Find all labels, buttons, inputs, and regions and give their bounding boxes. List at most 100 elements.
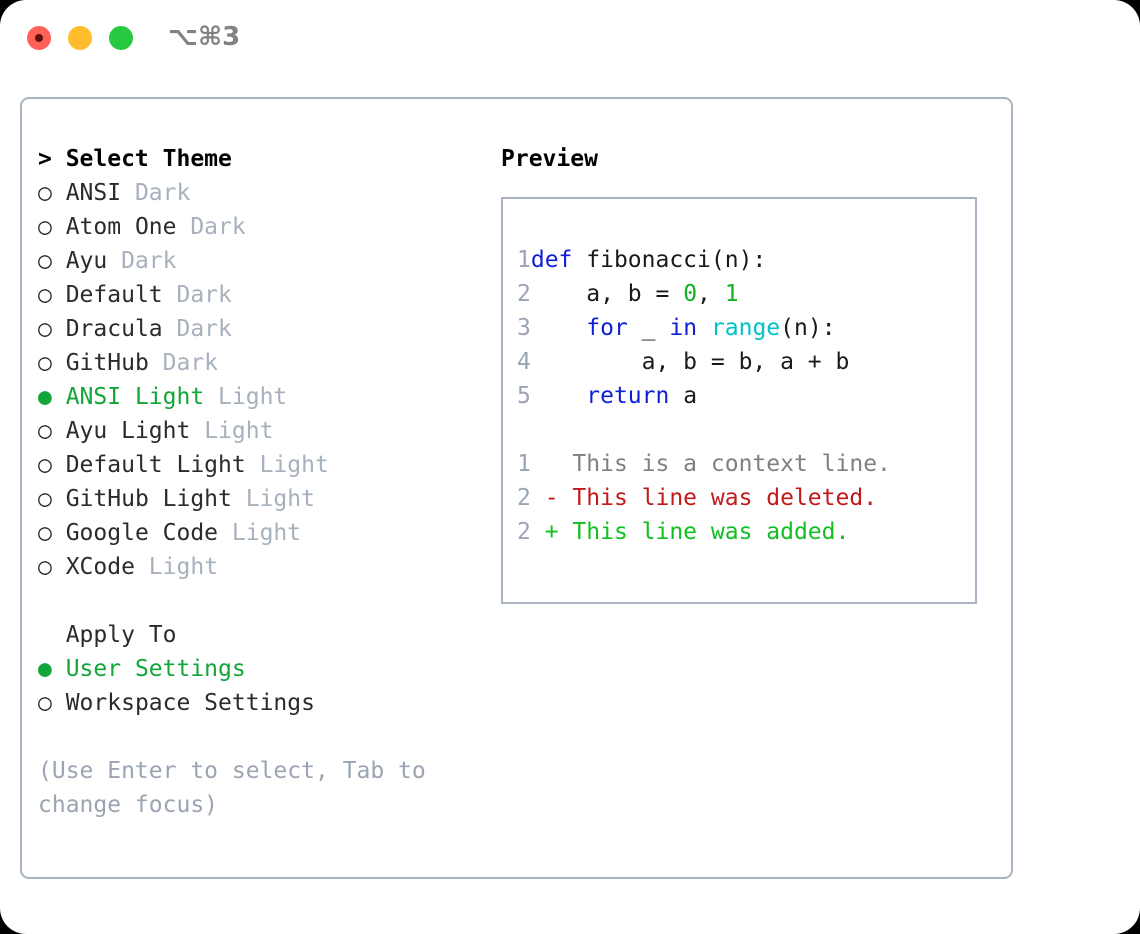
theme-name: Ayu Light [51, 418, 191, 444]
radio-unselected-icon: ○ [38, 180, 52, 206]
theme-name: Google Code [51, 520, 219, 546]
code-token: _ [627, 315, 670, 341]
maximize-window-button[interactable] [109, 26, 133, 50]
apply-to-header: Apply To [38, 622, 177, 648]
theme-variant-badge: Light [245, 452, 329, 478]
radio-unselected-icon: ○ [38, 282, 52, 308]
theme-variant-badge: Light [204, 384, 288, 410]
code-token: a, b = b, a + b [530, 349, 850, 375]
radio-unselected-icon: ○ [38, 350, 52, 376]
apply-to-item[interactable]: ● User Settings [38, 652, 488, 686]
title-bar: ⌥⌘3 [0, 0, 1140, 78]
theme-list-item[interactable]: ○ Ayu Light Light [38, 414, 488, 448]
theme-variant-badge: Dark [162, 282, 232, 308]
code-token: + This line was added. [530, 519, 850, 545]
theme-list-item[interactable]: ○ Google Code Light [38, 516, 488, 550]
theme-name: Dracula [51, 316, 163, 342]
theme-list: ○ ANSI Dark○ Atom One Dark○ Ayu Dark○ De… [38, 176, 488, 584]
code-line: 1def fibonacci(n): [517, 243, 975, 277]
radio-selected-icon: ● [38, 384, 52, 410]
radio-unselected-icon: ○ [38, 690, 52, 716]
line-number: 4 [517, 349, 531, 375]
code-line: 5 return a [517, 379, 975, 413]
main-panel: > Select Theme ○ ANSI Dark○ Atom One Dar… [20, 97, 1013, 879]
code-line: 2 - This line was deleted. [517, 481, 975, 515]
radio-unselected-icon: ○ [38, 418, 52, 444]
theme-variant-badge: Dark [107, 248, 177, 274]
code-token: in [669, 315, 698, 341]
code-token: fibonacci(n): [572, 247, 767, 273]
theme-list-item[interactable]: ○ ANSI Dark [38, 176, 488, 210]
select-theme-header: > Select Theme [38, 146, 232, 172]
theme-variant-badge: Dark [162, 316, 232, 342]
theme-name: Atom One [51, 214, 177, 240]
theme-list-item[interactable]: ○ Ayu Dark [38, 244, 488, 278]
code-token: return [586, 383, 670, 409]
apply-to-item[interactable]: ○ Workspace Settings [38, 686, 488, 720]
code-token: - This line was deleted. [530, 485, 878, 511]
theme-list-item[interactable]: ● ANSI Light Light [38, 380, 488, 414]
theme-list-item[interactable]: ○ Dracula Dark [38, 312, 488, 346]
theme-list-item[interactable]: ○ GitHub Dark [38, 346, 488, 380]
code-token [531, 383, 586, 409]
apply-to-label: Workspace Settings [51, 690, 315, 716]
code-token [697, 315, 711, 341]
keyboard-shortcut-label: ⌥⌘3 [168, 22, 241, 52]
theme-name: ANSI Light [51, 384, 205, 410]
line-number: 3 [517, 315, 531, 341]
radio-unselected-icon: ○ [38, 486, 52, 512]
code-token: , [697, 281, 725, 307]
window-controls [27, 26, 133, 50]
code-token [531, 315, 586, 341]
theme-list-item[interactable]: ○ Atom One Dark [38, 210, 488, 244]
code-token: def [530, 247, 573, 273]
theme-name: GitHub [51, 350, 149, 376]
keyboard-hint: (Use Enter to select, Tab to change focu… [38, 758, 440, 818]
theme-variant-badge: Dark [176, 214, 246, 240]
theme-list-item[interactable]: ○ XCode Light [38, 550, 488, 584]
radio-unselected-icon: ○ [38, 214, 52, 240]
theme-variant-badge: Light [218, 520, 302, 546]
code-line [517, 413, 975, 447]
code-token: range [710, 315, 781, 341]
radio-unselected-icon: ○ [38, 316, 52, 342]
code-line: 1 This is a context line. [517, 447, 975, 481]
code-token: 0 [683, 281, 698, 307]
theme-selection-column: > Select Theme ○ ANSI Dark○ Atom One Dar… [38, 142, 488, 822]
theme-list-item[interactable]: ○ Default Light Light [38, 448, 488, 482]
line-number: 2 [517, 485, 531, 511]
apply-to-list: ● User Settings○ Workspace Settings [38, 652, 488, 720]
line-number: 2 [517, 281, 531, 307]
theme-list-item[interactable]: ○ GitHub Light Light [38, 482, 488, 516]
line-number: 1 [517, 451, 531, 477]
theme-variant-badge: Light [190, 418, 274, 444]
line-number: 2 [517, 519, 531, 545]
theme-name: Ayu [51, 248, 108, 274]
code-token: This is a context line. [530, 451, 891, 477]
line-number: 1 [517, 247, 531, 273]
code-token: for [586, 315, 628, 341]
theme-name: GitHub Light [51, 486, 232, 512]
theme-name: ANSI [51, 180, 122, 206]
code-token: a [669, 383, 698, 409]
theme-name: Default [51, 282, 163, 308]
theme-name: Default Light [51, 452, 246, 478]
theme-list-item[interactable]: ○ Default Dark [38, 278, 488, 312]
spacer [38, 584, 488, 618]
radio-selected-icon: ● [38, 656, 52, 682]
radio-unselected-icon: ○ [38, 520, 52, 546]
code-line: 2 + This line was added. [517, 515, 975, 549]
code-token: 1 [724, 281, 739, 307]
line-number [517, 417, 531, 443]
theme-variant-badge: Light [231, 486, 315, 512]
preview-header: Preview [501, 146, 598, 172]
line-number: 5 [517, 383, 531, 409]
code-token: a, b = [530, 281, 684, 307]
minimize-window-button[interactable] [68, 26, 92, 50]
close-window-button[interactable] [27, 26, 51, 50]
code-token: (n): [780, 315, 836, 341]
